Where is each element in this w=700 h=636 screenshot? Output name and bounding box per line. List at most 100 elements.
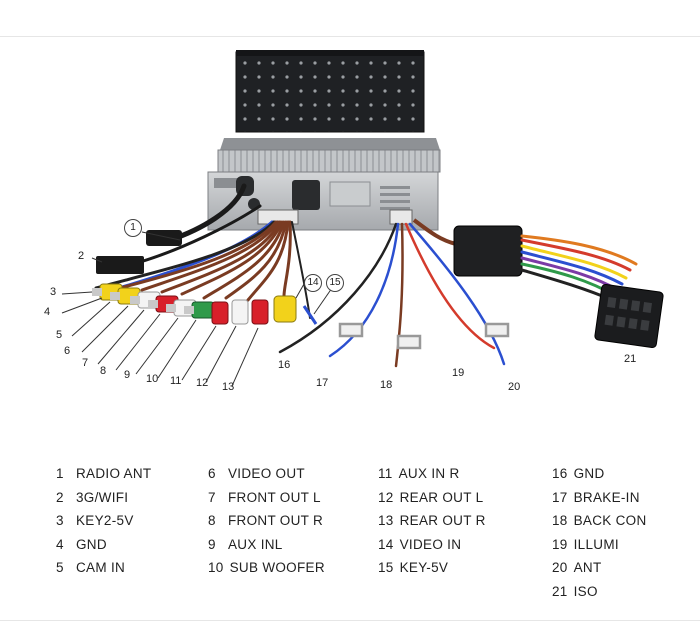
legend-item-number: 2 [56, 489, 64, 505]
legend-item-label: REAR OUT R [399, 513, 486, 528]
legend-item: 5 CAM IN [56, 560, 151, 584]
legend-item-number: 6 [208, 466, 216, 481]
legend-item-label: FRONT OUT L [228, 489, 321, 505]
legend-item: 1 RADIO ANT [56, 466, 151, 490]
legend-item: 21 ISO [552, 584, 647, 608]
legend-item: 13 REAR OUT R [378, 513, 486, 537]
legend-item-number: 11 [378, 466, 393, 481]
legend-item: 4 GND [56, 537, 151, 561]
legend-item-label: KEY2-5V [76, 513, 134, 528]
loose-wires [278, 222, 510, 368]
callout-13: 13 [222, 381, 235, 393]
legend-item: 2 3G/WIFI [56, 490, 151, 514]
legend-item: 17 BRAKE-IN [552, 490, 647, 514]
rca-plug-aux-in-r [211, 301, 229, 325]
callout-8: 8 [100, 365, 107, 377]
antenna-cables [96, 183, 262, 274]
legend-item-number: 20 [552, 560, 568, 575]
legend-item-number: 13 [378, 513, 394, 528]
legend-item: 20 ANT [552, 560, 647, 584]
callout-7: 7 [82, 357, 89, 369]
legend-item: 11 AUX IN R [378, 466, 486, 490]
callout-9: 9 [124, 369, 131, 381]
legend-item-number: 12 [378, 489, 394, 505]
callout-17: 17 [316, 377, 329, 389]
legend-item-label: SUB WOOFER [229, 560, 325, 575]
legend-item: 9 AUX INL [208, 537, 325, 561]
legend-item-label: FRONT OUT R [228, 513, 324, 528]
legend-item-label: BRAKE-IN [573, 489, 640, 505]
callout-12: 12 [196, 377, 209, 389]
legend-item-number: 7 [208, 489, 216, 505]
callout-1: 1 [124, 219, 142, 237]
callout-21: 21 [624, 353, 637, 365]
legend-item-label: GND [573, 466, 605, 481]
legend-item-number: 5 [56, 560, 64, 575]
callout-16: 16 [278, 359, 291, 371]
legend-item-number: 4 [56, 536, 64, 552]
callout-5: 5 [56, 329, 63, 341]
legend-item-number: 16 [552, 466, 568, 481]
iso-harness [412, 218, 664, 349]
legend-item-label: VIDEO OUT [228, 466, 305, 481]
legend-item-number: 18 [552, 513, 568, 528]
legend-item-number: 3 [56, 513, 64, 528]
callout-19: 19 [452, 367, 465, 379]
legend-item: 7 FRONT OUT L [208, 490, 325, 514]
legend-item-number: 14 [378, 536, 394, 552]
legend-item-label: REAR OUT L [399, 489, 484, 505]
legend-item: 19 ILLUMI [552, 537, 647, 561]
legend-column-2: 6 VIDEO OUT 7 FRONT OUT L 8 FRONT OUT R 9 AUX I… [208, 466, 325, 584]
rca-plugs [92, 283, 318, 325]
front-panel [235, 50, 425, 133]
legend-column-1: 1 RADIO ANT 2 3G/WIFI 3 KEY2-5V 4 GND 5 CAM IN [56, 466, 151, 584]
callout-20: 20 [508, 381, 521, 393]
legend-item-label: KEY-5V [399, 560, 449, 575]
callout-11: 11 [170, 375, 182, 387]
legend-item-label: AUX INL [228, 536, 283, 552]
callout-4: 4 [44, 306, 51, 318]
callout-18: 18 [380, 379, 393, 391]
legend-item: 6 VIDEO OUT [208, 466, 325, 490]
legend-item-number: 8 [208, 513, 216, 528]
legend-item: 16 GND [552, 466, 647, 490]
legend-item: 15 KEY-5V [378, 560, 486, 584]
callout-15: 15 [326, 274, 344, 292]
rca-plug-rear-out-r [251, 299, 269, 325]
legend-item: 18 BACK CON [552, 513, 647, 537]
legend-item-label: RADIO ANT [76, 466, 152, 481]
car-stereo-wiring-illustration [61, 50, 664, 387]
legend-item-number: 15 [378, 560, 394, 575]
legend-column-4: 16 GND 17 BRAKE-IN 18 BACK CON 19 ILLUMI 20 ANT 21… [552, 466, 647, 607]
head-unit-chassis [207, 138, 441, 231]
callout-2: 2 [78, 250, 85, 262]
legend-item-label: BACK CON [573, 513, 647, 528]
legend-item-number: 21 [552, 583, 568, 599]
bottom-divider [0, 620, 700, 621]
rca-plug-video-in [273, 295, 297, 323]
legend-item: 12 REAR OUT L [378, 490, 486, 514]
legend-item-label: GND [76, 536, 107, 552]
key-5v-wire [302, 305, 318, 325]
rca-wire-bundle [94, 220, 311, 319]
legend-item-label: ILLUMI [573, 536, 619, 552]
legend-item-number: 17 [552, 489, 568, 505]
legend-item-number: 19 [552, 536, 568, 552]
legend-item-label: CAM IN [76, 560, 126, 575]
legend-item-label: 3G/WIFI [76, 489, 129, 505]
callout-3: 3 [50, 286, 57, 298]
legend-item-label: ANT [573, 560, 602, 575]
legend-item-label: AUX IN R [398, 466, 460, 481]
callout-10: 10 [146, 373, 159, 385]
legend-item-number: 1 [56, 466, 64, 481]
legend-item: 3 KEY2-5V [56, 513, 151, 537]
top-divider [0, 36, 700, 37]
legend-item-label: ISO [573, 583, 598, 599]
legend-item-number: 9 [208, 536, 216, 552]
legend-item: 8 FRONT OUT R [208, 513, 325, 537]
callout-6: 6 [64, 345, 71, 357]
